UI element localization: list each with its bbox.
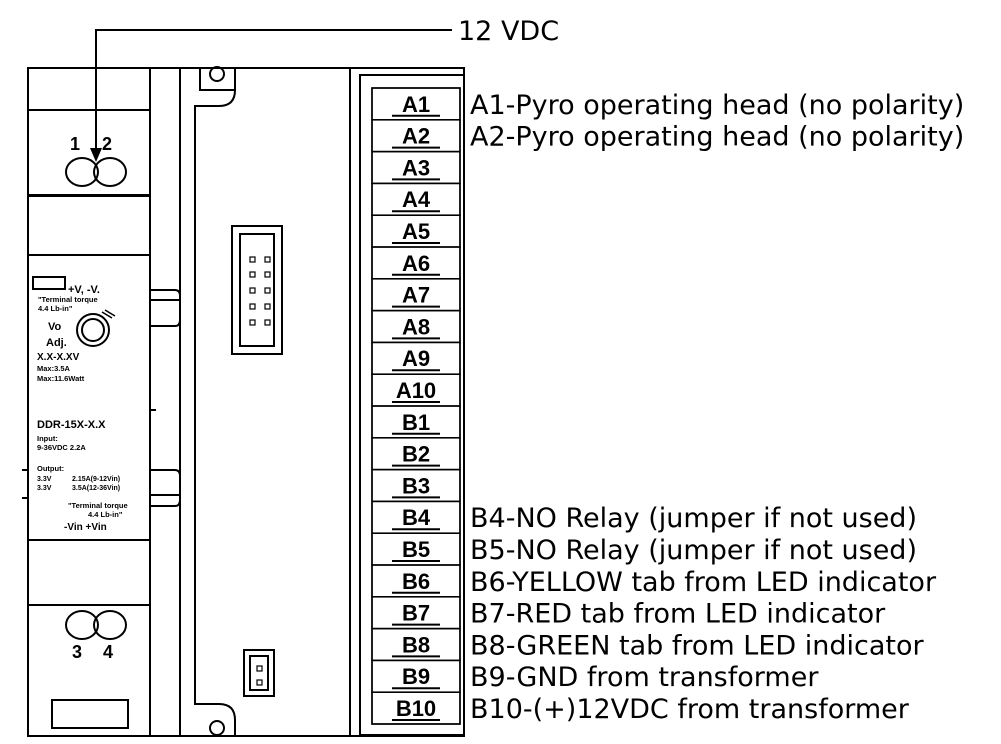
terminal-label-a5: A5 [402, 219, 430, 244]
svg-text:Output:: Output: [37, 464, 64, 473]
svg-text:3.3V: 3.3V [37, 476, 52, 483]
psu-terminal-1: 1 [70, 134, 80, 154]
svg-text:"Terminal torque: "Terminal torque [68, 501, 128, 510]
terminal-description-b10: B10-(+)12VDC from transformer [470, 694, 910, 725]
pin-header-inner [239, 233, 275, 347]
svg-text:Adj.: Adj. [46, 337, 67, 349]
terminal-label-b2: B2 [402, 442, 430, 467]
din-rail-clip-upper [150, 289, 181, 327]
terminal-label-a6: A6 [402, 251, 430, 276]
psu-label-block: +V, -V. "Terminal torque 4.4 Lb-in" Vo A… [37, 284, 128, 533]
mount-hole-top [209, 66, 225, 82]
terminal-label-b5: B5 [402, 537, 430, 562]
terminal-cell-b10 [371, 691, 461, 725]
svg-text:Vo: Vo [48, 321, 62, 333]
vo-adjust-pot [76, 313, 110, 347]
terminal-description-b6: B6-YELLOW tab from LED indicator [470, 567, 937, 598]
svg-text:3.3V: 3.3V [37, 485, 52, 492]
terminal-label-b8: B8 [402, 632, 430, 657]
terminal-label-a9: A9 [402, 346, 430, 371]
svg-text:9-36VDC 2.2A: 9-36VDC 2.2A [37, 443, 86, 452]
svg-text:+V, -V.: +V, -V. [68, 284, 100, 296]
terminal-label-b3: B3 [402, 473, 430, 498]
svg-text:"Terminal torque: "Terminal torque [38, 295, 98, 304]
terminal-label-a1: A1 [402, 92, 430, 117]
svg-text:4.4 Lb-in": 4.4 Lb-in" [38, 304, 73, 313]
svg-text:2.15A(9-12Vin): 2.15A(9-12Vin) [72, 476, 120, 483]
terminal-label-a10: A10 [396, 378, 436, 403]
terminal-label-a2: A2 [402, 124, 430, 149]
supply-lead [95, 29, 452, 150]
psu-terminal-3: 3 [72, 642, 82, 662]
terminal-description-b5: B5-NO Relay (jumper if not used) [470, 535, 917, 566]
terminal-label-b4: B4 [402, 505, 431, 530]
terminal-description-b9: B9-GND from transformer [470, 662, 819, 693]
psu-led-box [32, 276, 66, 290]
terminal-label-b7: B7 [402, 601, 430, 626]
terminal-label-a3: A3 [402, 155, 430, 180]
svg-text:-Vin +Vin: -Vin +Vin [64, 522, 107, 533]
terminal-description-b4: B4-NO Relay (jumper if not used) [470, 503, 917, 534]
psu-terminal-4: 4 [103, 642, 113, 662]
terminal-description-b8: B8-GREEN tab from LED indicator [470, 630, 925, 661]
terminal-screw-top-2 [93, 157, 127, 187]
svg-text:Input:: Input: [37, 434, 58, 443]
svg-text:X.X-X.XV: X.X-X.XV [37, 352, 80, 363]
terminal-label-a8: A8 [402, 314, 430, 339]
terminal-label-a7: A7 [402, 283, 430, 308]
pin-header-pins [249, 256, 271, 686]
terminal-screw-bottom-1 [65, 610, 99, 640]
pin-header-outer [231, 225, 283, 355]
terminal-label-b1: B1 [402, 410, 430, 435]
svg-text:Max:11.6Watt: Max:11.6Watt [37, 374, 85, 383]
svg-text:4.4 Lb-in": 4.4 Lb-in" [88, 510, 123, 519]
terminal-description-a2: A2-Pyro operating head (no polarity) [470, 122, 964, 153]
terminal-description-a1: A1-Pyro operating head (no polarity) [470, 90, 964, 121]
svg-text:Max:3.5A: Max:3.5A [37, 364, 71, 373]
supply-arrow-icon [90, 148, 102, 162]
terminal-label-a4: A4 [402, 187, 431, 212]
terminal-description-b7: B7-RED tab from LED indicator [470, 599, 886, 630]
din-rail-clip-lower [150, 469, 181, 507]
mount-hole-bottom [209, 720, 225, 736]
svg-text:3.5A(12-36Vin): 3.5A(12-36Vin) [72, 485, 120, 492]
circuit-board-outline [194, 68, 236, 737]
psu-terminal-2: 2 [102, 134, 112, 154]
terminal-label-b10: B10 [396, 696, 436, 721]
terminal-screw-top-1 [65, 157, 99, 187]
terminal-label-b6: B6 [402, 569, 430, 594]
terminal-screw-bottom-2 [93, 610, 127, 640]
supply-label: 12 VDC [458, 16, 559, 47]
terminal-label-b9: B9 [402, 664, 430, 689]
din-clip [51, 699, 129, 729]
two-pin-connector [243, 649, 275, 697]
terminal-strip [359, 74, 465, 736]
svg-text:DDR-15X-X.X: DDR-15X-X.X [37, 419, 106, 431]
